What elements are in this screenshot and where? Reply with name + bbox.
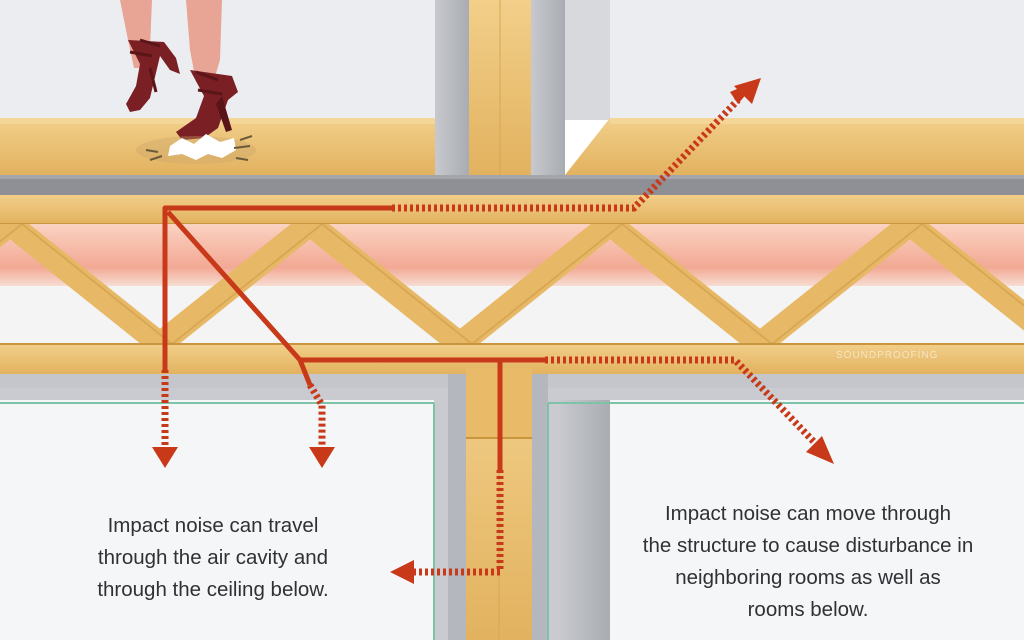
high-heel-shoes-icon xyxy=(120,0,238,140)
arrow-down-icon xyxy=(152,447,178,468)
upper-wall-drywall-right xyxy=(531,0,565,175)
upper-room-right xyxy=(610,0,1024,120)
lower-room-right-pillar xyxy=(560,400,610,640)
arrow-left-icon xyxy=(390,560,414,584)
floor-right-edge xyxy=(610,118,1024,124)
subfloor xyxy=(0,175,1024,195)
floor-right xyxy=(565,118,1024,175)
lower-wall-drywall-left xyxy=(448,374,466,640)
subfloor-highlight xyxy=(0,175,1024,179)
arrow-down-icon xyxy=(309,447,335,468)
noise-path-dashed xyxy=(161,97,819,576)
upper-wall-drywall-left xyxy=(435,0,469,175)
arrow-down-right-icon xyxy=(806,436,834,464)
arrow-up-right-icon xyxy=(734,78,761,104)
noise-path-solid xyxy=(162,205,545,470)
upper-wall-edge xyxy=(565,0,610,120)
caption-air-cavity: Impact noise can travel through the air … xyxy=(97,514,329,601)
lower-room-right xyxy=(610,400,1024,640)
impact-burst-icon xyxy=(136,134,256,164)
caption-structure: Impact noise can move through the struct… xyxy=(642,502,974,621)
lower-room-left xyxy=(0,400,434,640)
watermark: SOUNDPROOFING xyxy=(836,350,939,361)
lower-wall-drywall-right xyxy=(532,374,548,640)
